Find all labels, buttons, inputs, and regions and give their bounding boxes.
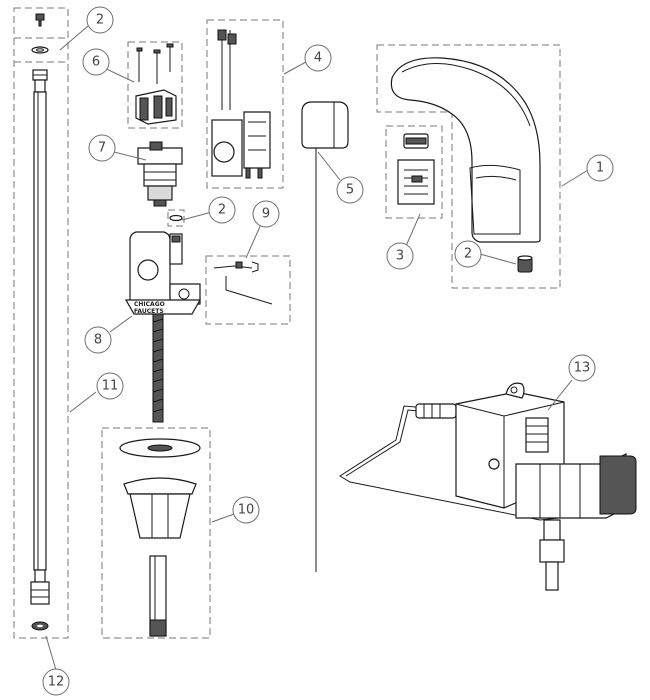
callout-11: 11 xyxy=(96,372,124,400)
callout-2-cap: 2 xyxy=(454,240,482,268)
callout-8: 8 xyxy=(84,326,112,354)
callout-13: 13 xyxy=(568,354,596,382)
connecting-wire xyxy=(339,405,597,521)
callout-3: 3 xyxy=(386,242,414,270)
aerator xyxy=(397,133,435,205)
callout-1: 1 xyxy=(586,154,614,182)
group-box-washer xyxy=(167,209,185,227)
svg-text:7: 7 xyxy=(98,141,106,156)
group-box-tools xyxy=(205,255,291,325)
hose-washer-icon xyxy=(31,46,49,54)
brand-label-line2: FAUCETS xyxy=(134,308,164,315)
svg-text:13: 13 xyxy=(574,361,591,376)
svg-text:2: 2 xyxy=(218,203,226,218)
mounting-hardware xyxy=(119,438,201,637)
group-boxes xyxy=(13,7,561,639)
svg-text:3: 3 xyxy=(396,249,404,264)
callout-2-hose: 2 xyxy=(86,6,114,34)
group-box-solenoid xyxy=(206,19,284,189)
faucet-spout xyxy=(390,57,541,273)
callouts: 1 2 2 2 3 4 5 6 xyxy=(42,6,614,696)
svg-text:8: 8 xyxy=(94,333,102,348)
tools xyxy=(213,261,273,305)
svg-text:11: 11 xyxy=(102,379,119,394)
callout-4: 4 xyxy=(304,44,332,72)
sensor-wire xyxy=(301,101,349,572)
group-box-hose xyxy=(13,7,69,639)
solenoid-assembly xyxy=(211,29,271,179)
svg-text:2: 2 xyxy=(96,13,104,28)
group-box-screws xyxy=(127,41,183,129)
callout-7: 7 xyxy=(88,134,116,162)
svg-text:9: 9 xyxy=(262,207,270,222)
hex-wrench-icon xyxy=(225,276,273,305)
callout-6: 6 xyxy=(82,48,110,76)
group-box-aerator xyxy=(385,125,443,219)
svg-text:2: 2 xyxy=(464,247,472,262)
svg-text:10: 10 xyxy=(238,503,255,518)
svg-text:5: 5 xyxy=(346,183,354,198)
top-screw-icon xyxy=(35,13,45,27)
svg-text:1: 1 xyxy=(596,161,604,176)
svg-text:6: 6 xyxy=(92,55,100,70)
key-tool-icon xyxy=(213,261,259,273)
spout-body xyxy=(390,57,541,243)
threaded-rod xyxy=(152,313,164,423)
callout-5: 5 xyxy=(336,176,364,204)
callout-10: 10 xyxy=(232,496,260,524)
callout-12: 12 xyxy=(42,668,70,696)
brand-label-line1: CHICAGO xyxy=(134,301,165,308)
svg-text:4: 4 xyxy=(314,51,322,66)
supply-hose xyxy=(30,13,50,631)
mounting-screws xyxy=(135,43,177,125)
mounting-cup xyxy=(129,493,191,539)
svg-text:12: 12 xyxy=(48,675,65,690)
callout-2-washer: 2 xyxy=(208,196,236,224)
valve-cartridge xyxy=(137,141,183,222)
sensor-head xyxy=(301,101,349,149)
control-box-assembly xyxy=(339,382,637,591)
washer-icon xyxy=(169,214,183,222)
hose-body xyxy=(33,91,47,571)
valve-body: CHICAGO FAUCETS xyxy=(124,231,202,423)
callout-9: 9 xyxy=(252,200,280,228)
fitting xyxy=(525,417,549,453)
group-box-mounting xyxy=(101,427,211,639)
group-box-spout xyxy=(376,44,561,289)
